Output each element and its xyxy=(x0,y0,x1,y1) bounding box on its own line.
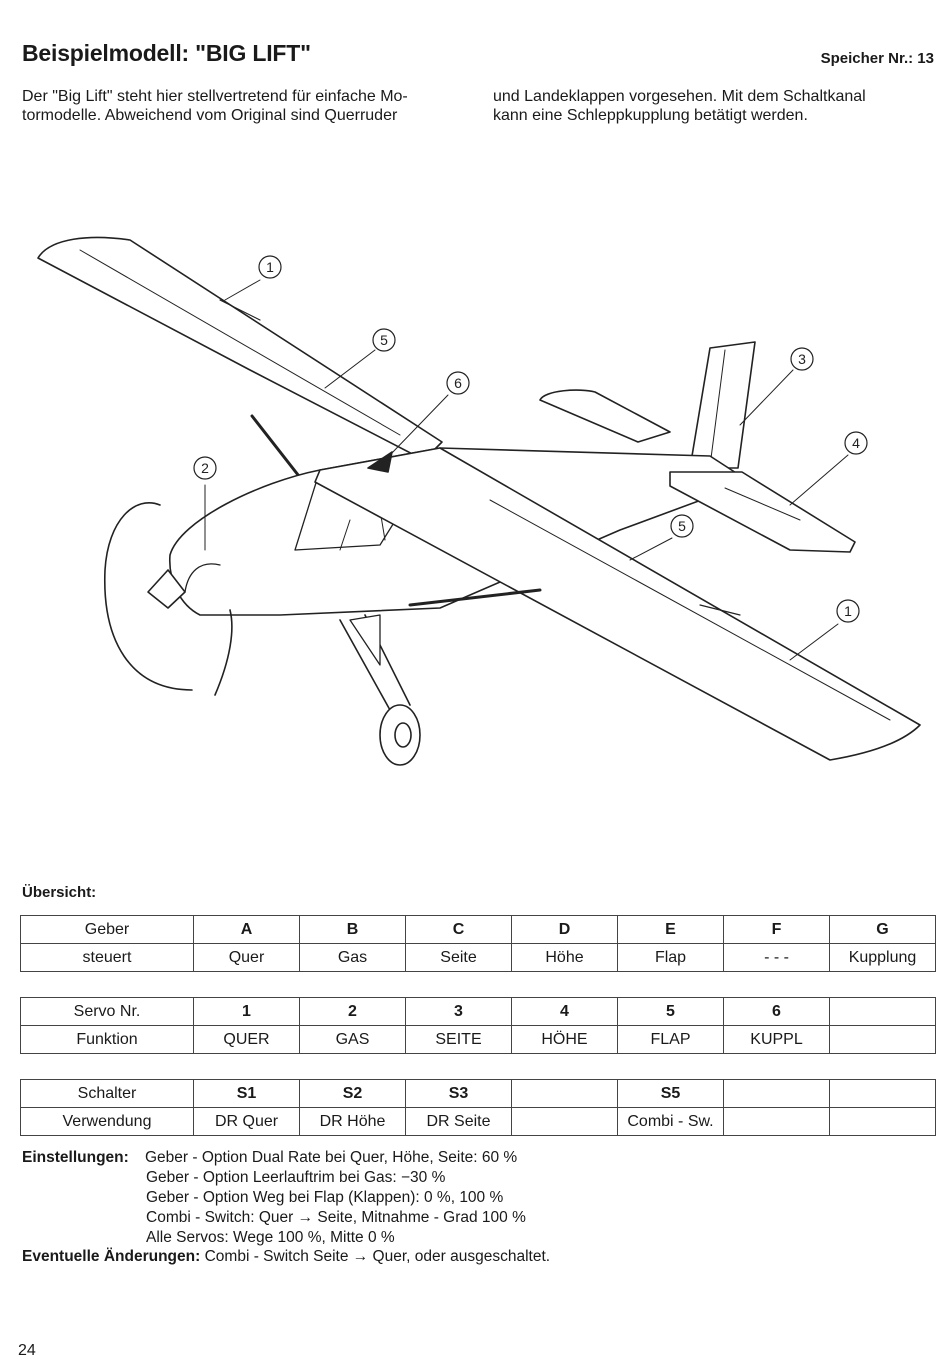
intro-column-left: Der "Big Lift" steht hier stellvertreten… xyxy=(22,87,477,125)
table-cell xyxy=(511,1079,618,1108)
switch-table: Schalter S1 S2 S3 S5 Verwendung DR Quer … xyxy=(20,1079,936,1136)
table-cell: B xyxy=(299,915,406,944)
table-row: Geber A B C D E F G xyxy=(20,915,936,944)
page-number: 24 xyxy=(18,1342,36,1359)
table-cell: A xyxy=(193,915,300,944)
airplane-illustration: 1 5 6 3 2 4 5 1 xyxy=(20,220,930,810)
intro-line: und Landeklappen vorgesehen. Mit dem Sch… xyxy=(493,88,866,105)
callout-2: 2 xyxy=(201,460,209,476)
table-cell xyxy=(511,1107,618,1136)
changes-block: Eventuelle Änderungen: Combi - Switch Se… xyxy=(22,1248,550,1266)
memory-number: Speicher Nr.: 13 xyxy=(820,50,934,67)
table-cell: Schalter xyxy=(20,1079,194,1108)
table-cell: GAS xyxy=(299,1025,406,1054)
wing-left xyxy=(37,236,443,461)
servo-table: Servo Nr. 1 2 3 4 5 6 Funktion QUER GAS … xyxy=(20,997,936,1054)
callout-1-top: 1 xyxy=(266,259,274,275)
table-cell: DR Seite xyxy=(405,1107,512,1136)
callout-6: 6 xyxy=(454,375,462,391)
table-row: Schalter S1 S2 S3 S5 xyxy=(20,1079,936,1108)
table-cell: Servo Nr. xyxy=(20,997,194,1026)
intro-line: kann eine Schleppkupplung betätigt werde… xyxy=(493,107,808,124)
stabilizer-right xyxy=(669,471,856,553)
table-row: steuert Quer Gas Seite Höhe Flap - - - K… xyxy=(20,943,936,972)
table-cell: Flap xyxy=(617,943,724,972)
table-cell xyxy=(829,997,936,1026)
propeller xyxy=(104,502,233,696)
table-cell xyxy=(829,1079,936,1108)
table-cell: Funktion xyxy=(20,1025,194,1054)
settings-line: Geber - Option Dual Rate bei Quer, Höhe,… xyxy=(145,1149,518,1166)
transmitter-table: Geber A B C D E F G steuert Quer Gas Sei… xyxy=(20,915,936,972)
table-cell: DR Quer xyxy=(193,1107,300,1136)
table-cell: QUER xyxy=(193,1025,300,1054)
table-cell: E xyxy=(617,915,724,944)
table-cell: 3 xyxy=(405,997,512,1026)
callout-5-bottom: 5 xyxy=(678,518,686,534)
intro-line: tormodelle. Abweichend vom Original sind… xyxy=(22,107,398,124)
table-cell: S3 xyxy=(405,1079,512,1108)
table-cell: DR Höhe xyxy=(299,1107,406,1136)
callout-5-top: 5 xyxy=(380,332,388,348)
tow-hook xyxy=(367,451,393,473)
settings-line: Geber - Option Weg bei Flap (Klappen): 0… xyxy=(146,1189,504,1206)
intro-line: Der "Big Lift" steht hier stellvertreten… xyxy=(22,88,408,105)
table-cell: Quer xyxy=(193,943,300,972)
wing-right xyxy=(314,447,921,761)
table-cell: S1 xyxy=(193,1079,300,1108)
callout-3: 3 xyxy=(798,351,806,367)
table-cell: 5 xyxy=(617,997,724,1026)
settings-line: Geber - Option Leerlauftrim bei Gas: −30… xyxy=(146,1169,446,1186)
changes-text: Combi - Switch Seite → Quer, oder ausges… xyxy=(204,1248,551,1265)
table-cell: 2 xyxy=(299,997,406,1026)
table-cell: KUPPL xyxy=(723,1025,830,1054)
table-cell: Verwendung xyxy=(20,1107,194,1136)
wheel xyxy=(379,704,421,766)
settings-block: Einstellungen: Geber - Option Dual Rate … xyxy=(22,1148,526,1248)
table-cell: HÖHE xyxy=(511,1025,618,1054)
table-row: Verwendung DR Quer DR Höhe DR Seite Comb… xyxy=(20,1107,936,1136)
table-cell: FLAP xyxy=(617,1025,724,1054)
table-cell: Seite xyxy=(405,943,512,972)
table-cell xyxy=(723,1107,830,1136)
table-cell: Combi - Sw. xyxy=(617,1107,724,1136)
table-cell: F xyxy=(723,915,830,944)
table-cell: steuert xyxy=(20,943,194,972)
table-cell: Geber xyxy=(20,915,194,944)
table-cell: 4 xyxy=(511,997,618,1026)
overview-label: Übersicht: xyxy=(22,884,97,901)
callout-4: 4 xyxy=(852,435,860,451)
settings-line: Combi - Switch: Quer → Seite, Mitnahme -… xyxy=(146,1209,526,1226)
vertical-fin xyxy=(689,341,756,469)
table-cell xyxy=(829,1025,936,1054)
table-cell: SEITE xyxy=(405,1025,512,1054)
table-row: Funktion QUER GAS SEITE HÖHE FLAP KUPPL xyxy=(20,1025,936,1054)
intro-column-right: und Landeklappen vorgesehen. Mit dem Sch… xyxy=(493,87,938,125)
changes-label: Eventuelle Änderungen: xyxy=(22,1248,201,1265)
table-cell: Gas xyxy=(299,943,406,972)
settings-label: Einstellungen: xyxy=(22,1149,129,1166)
table-cell: C xyxy=(405,915,512,944)
callout-1-bottom: 1 xyxy=(844,603,852,619)
table-cell: S5 xyxy=(617,1079,724,1108)
table-row: Servo Nr. 1 2 3 4 5 6 xyxy=(20,997,936,1026)
table-cell: Kupplung xyxy=(829,943,936,972)
page-title: Beispielmodell: "BIG LIFT" xyxy=(22,40,311,66)
table-cell: - - - xyxy=(723,943,830,972)
table-cell: 1 xyxy=(193,997,300,1026)
table-cell xyxy=(829,1107,936,1136)
settings-line: Alle Servos: Wege 100 %, Mitte 0 % xyxy=(146,1229,395,1246)
table-cell: S2 xyxy=(299,1079,406,1108)
table-cell: 6 xyxy=(723,997,830,1026)
table-cell: G xyxy=(829,915,936,944)
table-cell: D xyxy=(511,915,618,944)
stabilizer-left xyxy=(539,389,671,443)
table-cell xyxy=(723,1079,830,1108)
table-cell: Höhe xyxy=(511,943,618,972)
